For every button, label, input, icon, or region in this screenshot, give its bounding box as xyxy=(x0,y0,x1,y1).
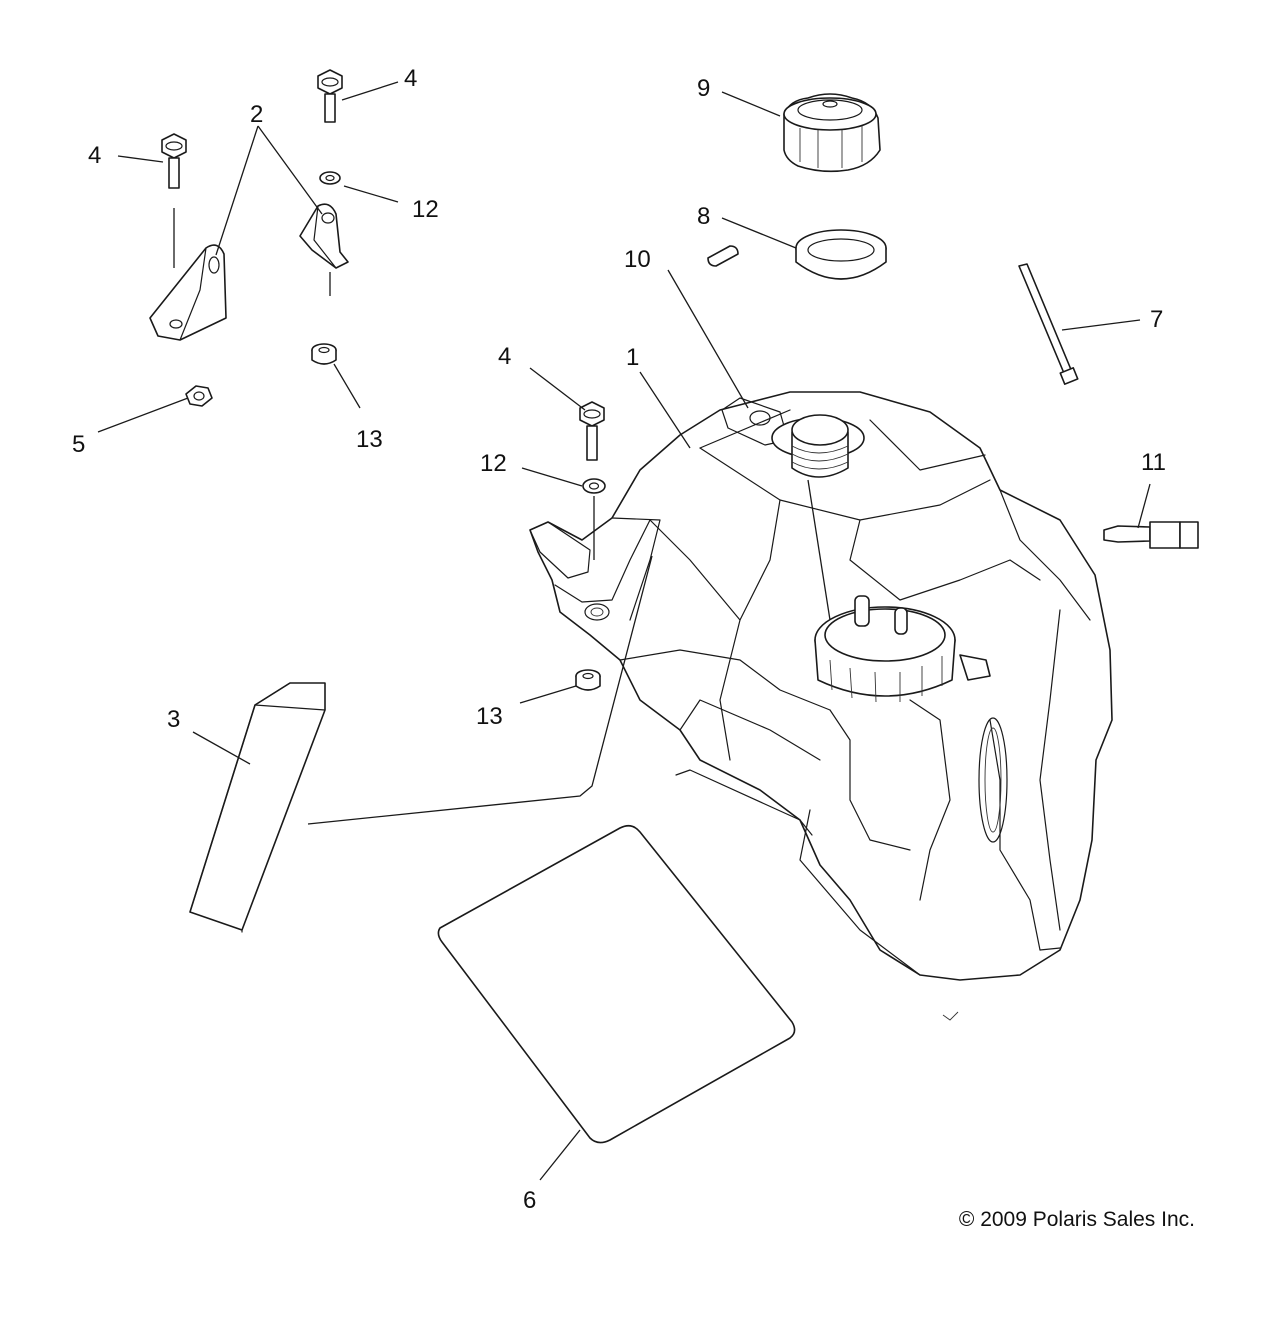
washer-tank xyxy=(582,478,606,494)
callout-1: 1 xyxy=(626,344,639,371)
callout-11: 11 xyxy=(1141,449,1166,476)
hex-nut xyxy=(185,385,213,407)
callout-4-left: 4 xyxy=(88,142,101,169)
foam-strip xyxy=(189,682,326,933)
callout-9: 9 xyxy=(697,75,710,102)
cable-tie xyxy=(1018,263,1079,385)
bolt-upper xyxy=(317,69,343,123)
grommet-upper xyxy=(311,343,337,365)
bolt-tank xyxy=(579,401,605,461)
callout-8: 8 xyxy=(697,203,710,230)
heat-shield-pad xyxy=(437,824,796,1144)
mounting-bracket-right xyxy=(299,203,349,269)
callout-5: 5 xyxy=(72,431,85,458)
callout-6: 6 xyxy=(523,1187,536,1214)
callout-2: 2 xyxy=(250,101,263,128)
vent-fitting xyxy=(1103,521,1199,549)
fuel-cap xyxy=(783,93,881,173)
bolt-left xyxy=(161,133,187,189)
callout-3: 3 xyxy=(167,706,180,733)
fuel-tank xyxy=(529,391,1113,1021)
copyright-notice: © 2009 Polaris Sales Inc. xyxy=(959,1208,1195,1231)
callout-13-upper: 13 xyxy=(356,426,383,453)
callout-labels: 1 2 3 4 4 4 5 6 7 8 9 10 11 12 12 13 13 xyxy=(72,65,1166,1214)
callout-12-tank: 12 xyxy=(480,450,507,477)
washer-upper xyxy=(319,171,341,185)
grommet-tank xyxy=(575,669,601,691)
callout-10: 10 xyxy=(624,246,651,273)
leader-lines xyxy=(97,81,1151,1181)
callout-7: 7 xyxy=(1150,306,1163,333)
callout-13-tank: 13 xyxy=(476,703,503,730)
callout-4-upper: 4 xyxy=(404,65,417,92)
locating-pin xyxy=(707,245,739,267)
callout-12-upper: 12 xyxy=(412,196,439,223)
filler-gasket xyxy=(795,229,887,280)
mounting-bracket-left xyxy=(149,244,227,341)
callout-4-tank: 4 xyxy=(498,343,511,370)
